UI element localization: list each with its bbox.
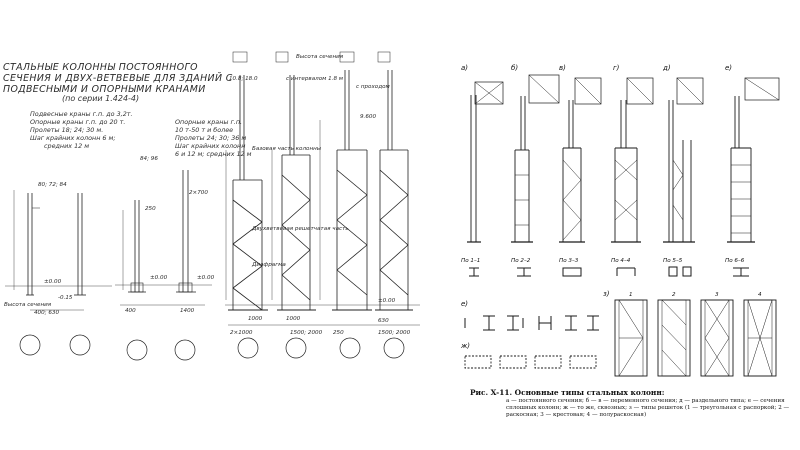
dim-label: 1500; 2000 bbox=[378, 330, 411, 336]
dim-label: 400; 630 bbox=[34, 310, 59, 316]
left-column-drawings: 80; 72; 84 84; 96 ±0.00 -0.15 400; 630 В… bbox=[4, 51, 420, 361]
note-line: Пролеты 18; 24; 30 м. bbox=[30, 126, 104, 134]
variant-label: б) bbox=[511, 64, 518, 72]
variant-label: е) bbox=[725, 64, 732, 72]
dim-label: 2×700 bbox=[189, 190, 208, 196]
variant-a-column bbox=[467, 81, 504, 243]
dim-label: 1500; 2000 bbox=[290, 330, 323, 336]
note-line: Пролеты 24; 30; 36 м bbox=[175, 134, 247, 142]
dim-label: 10.8; 18.0 bbox=[229, 76, 258, 82]
dim-label: -0.15 bbox=[58, 295, 73, 301]
lattice-type-label: 1 bbox=[629, 292, 633, 298]
lattice-sections-row bbox=[464, 355, 597, 369]
variant-label: а) bbox=[461, 64, 468, 72]
section-label: По 3–3 bbox=[559, 258, 579, 264]
lattice-type-label: 3 bbox=[715, 292, 719, 298]
variant-label: д) bbox=[662, 64, 671, 72]
column-types-figure: а) б) в) г) д) е) е) ж) з) По 1–1 По 2–2… bbox=[460, 64, 780, 377]
column-stepped-2 bbox=[174, 170, 196, 361]
dim-label: 630 bbox=[378, 318, 389, 324]
section-label: По 1–1 bbox=[461, 258, 480, 264]
note-line: 10 т-50 т и более bbox=[175, 126, 234, 134]
column-stepped-1 bbox=[126, 200, 148, 361]
row-label: е) bbox=[461, 300, 468, 308]
dim-label: 80; 72; 84 bbox=[38, 182, 67, 188]
dim-label: Диафрагма bbox=[251, 262, 286, 268]
dim-label: Высота сечения bbox=[296, 54, 344, 60]
lattice-type-label: 2 bbox=[672, 292, 676, 298]
dim-label: с интервалом 1.8 м bbox=[286, 76, 344, 82]
variant-d-column bbox=[663, 77, 704, 243]
column-constant-1 bbox=[19, 193, 41, 356]
dim-label: ±0.00 bbox=[378, 298, 396, 304]
dim-label: 250 bbox=[333, 330, 344, 336]
note-line: 6 и 12 м; средних 12 м bbox=[175, 150, 252, 158]
column-lattice-1 bbox=[228, 75, 268, 359]
dim-label: 84; 96 bbox=[140, 156, 158, 162]
lattice-type-label: 4 bbox=[758, 292, 762, 298]
variant-g-column bbox=[611, 77, 654, 243]
dim-label: 2×1000 bbox=[230, 330, 253, 336]
section-label: По 6–6 bbox=[725, 258, 745, 264]
dim-label: 1000 bbox=[286, 316, 301, 322]
variant-e-column bbox=[727, 77, 780, 243]
column-lattice-3 bbox=[332, 70, 372, 359]
light-crane-notes: Подвесные краны г.п. до 3,2т. Опорные кр… bbox=[30, 110, 133, 150]
caption-title: Рис. X-11. Основные типы стальных колонн… bbox=[470, 388, 665, 397]
left-drawing-panel: Стальные колонны постоянного сечения и д… bbox=[3, 51, 420, 361]
variant-label: в) bbox=[559, 64, 566, 72]
column-lattice-4 bbox=[375, 70, 413, 359]
row-label: ж) bbox=[460, 342, 470, 350]
section-label: По 5–5 bbox=[663, 258, 683, 264]
lattice-types-row bbox=[614, 299, 777, 377]
dim-label: ±0.00 bbox=[44, 279, 62, 285]
section-label: По 2–2 bbox=[511, 258, 531, 264]
right-figure-panel: а) б) в) г) д) е) е) ж) з) По 1–1 По 2–2… bbox=[455, 0, 800, 450]
column-constant-2 bbox=[69, 193, 91, 356]
caption-body: а — постоянного сечения; б — в — перемен… bbox=[506, 398, 790, 418]
dim-label: Двухветвевая решетчатая часть bbox=[251, 226, 349, 232]
figure-caption: Рис. X-11. Основные типы стальных колонн… bbox=[470, 388, 795, 419]
variant-v-column bbox=[559, 77, 602, 243]
dim-label: 1400 bbox=[180, 308, 195, 314]
dim-label: 400 bbox=[125, 308, 136, 314]
note-line: Опорные краны г.п. bbox=[175, 118, 243, 126]
dim-label: ±0.00 bbox=[197, 275, 215, 281]
drawing-title: Стальные колонны постоянного сечения и д… bbox=[3, 62, 233, 95]
note-line: Шаг крайних колонн 6 м; bbox=[30, 134, 116, 142]
note-line: средних 12 м bbox=[44, 142, 90, 150]
dim-label: 9.600 bbox=[360, 114, 376, 120]
heavy-crane-notes: Опорные краны г.п. 10 т-50 т и более Про… bbox=[175, 118, 252, 158]
section-symbols bbox=[469, 266, 749, 277]
row-label: з) bbox=[603, 290, 610, 298]
dim-label: 1000 bbox=[248, 316, 263, 322]
section-label: По 4–4 bbox=[611, 258, 631, 264]
note-line: Шаг крайних колонн bbox=[175, 142, 246, 150]
note-line: Опорные краны г.п. до 20 т. bbox=[30, 118, 126, 126]
drawing-series: (по серии 1.424-4) bbox=[62, 94, 140, 103]
note-line: Подвесные краны г.п. до 3,2т. bbox=[30, 110, 133, 118]
column-lattice-2 bbox=[277, 75, 316, 359]
dim-label: Базовая часть колонны bbox=[252, 146, 322, 152]
dim-label: ±0.00 bbox=[150, 275, 168, 281]
dim-label: 250 bbox=[145, 206, 156, 212]
variant-label: г) bbox=[613, 64, 620, 72]
solid-sections-row bbox=[464, 315, 599, 331]
variant-b-column bbox=[511, 74, 560, 243]
dim-label: Высота сечения bbox=[4, 302, 52, 308]
dim-label: с проходом bbox=[356, 84, 391, 90]
